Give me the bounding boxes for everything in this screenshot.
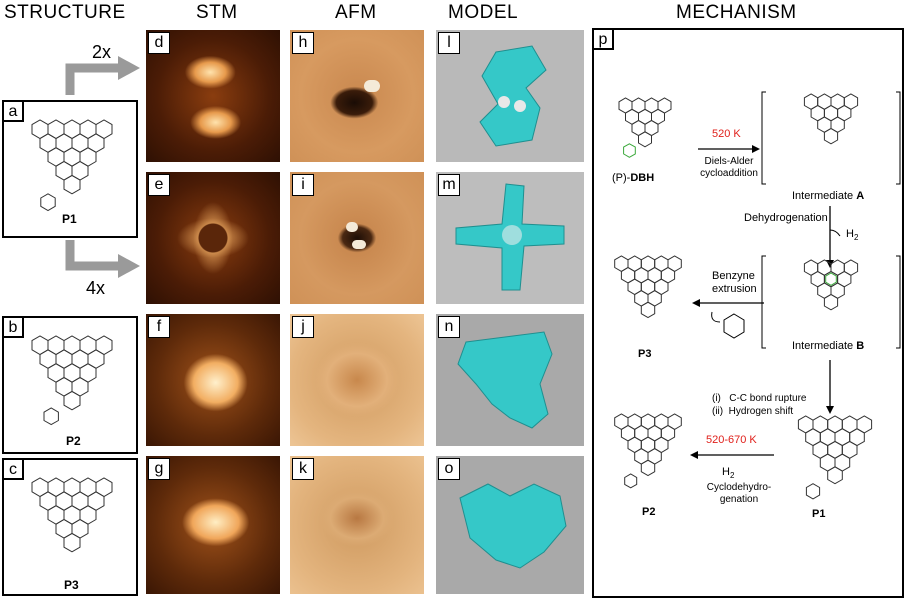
p2-label: P2 — [642, 506, 656, 518]
ring — [63, 390, 81, 411]
ring — [825, 272, 837, 286]
reaction-step-label: Dehydrogenation — [744, 212, 828, 224]
multiplier-4x: 4x — [86, 278, 105, 298]
bracket-icon — [761, 91, 901, 185]
temperature-label: 520 K — [712, 128, 741, 140]
model-panel-n: n — [436, 314, 584, 446]
model-panel-l: l — [436, 30, 584, 162]
afm-panel-j: j — [290, 314, 424, 446]
panel-tag: p — [592, 28, 614, 50]
panel-tag: k — [292, 458, 314, 480]
panel-tag: j — [292, 316, 314, 338]
structure-panel-b: b P2 — [2, 316, 138, 454]
reaction-step-label: Cyclodehydro-genation — [706, 482, 772, 505]
model-panel-m: m — [436, 172, 584, 304]
arrow-4x-icon: 4x — [65, 240, 140, 298]
panel-tag: o — [438, 458, 460, 480]
ring — [640, 459, 656, 477]
stm-panel-d: d — [146, 30, 280, 162]
stm-panel-e: e — [146, 172, 280, 304]
arrow-left-icon — [690, 451, 774, 459]
structure-label: P2 — [66, 434, 81, 448]
arrow-right-icon — [698, 145, 760, 153]
arrow-2x-icon: 2x — [65, 42, 140, 95]
ring — [43, 407, 59, 426]
h2-label: H2 — [722, 466, 735, 481]
intermediate-a-label: Intermediate A — [792, 190, 865, 202]
panel-tag: d — [148, 32, 170, 54]
ring — [827, 466, 843, 485]
dbh-label: (P)-DBH — [612, 172, 655, 184]
ring — [63, 174, 81, 195]
panel-tag: e — [148, 174, 170, 196]
panel-tag: a — [2, 100, 24, 122]
multiplier-2x: 2x — [92, 42, 111, 62]
arrow-left-icon — [692, 299, 764, 307]
ring — [823, 293, 839, 311]
panel-tag: n — [438, 316, 460, 338]
benzyne-icon — [711, 311, 745, 339]
model-surface — [455, 183, 565, 291]
structure-header: STRUCTURE — [4, 2, 126, 23]
panel-tag: m — [438, 174, 460, 196]
stm-header: STM — [196, 2, 238, 23]
ring — [805, 483, 821, 500]
afm-panel-k: k — [290, 456, 424, 594]
afm-panel-i: i — [290, 172, 424, 304]
model-surface — [457, 331, 553, 429]
afm-panel-h: h — [290, 30, 424, 162]
reaction-step-label: (i) C-C bond rupture(ii) Hydrogen shift — [712, 393, 807, 417]
model-surface — [479, 45, 547, 147]
molecule-p2 — [31, 335, 113, 426]
model-header: MODEL — [448, 2, 519, 23]
structure-panel-c: c P3 — [2, 458, 138, 596]
p1-label: P1 — [812, 508, 826, 520]
ring — [40, 193, 56, 212]
temperature-label: 520-670 K — [706, 434, 757, 446]
ring — [823, 127, 839, 145]
model-surface — [459, 483, 567, 569]
structure-panel-a: a P1 — [2, 100, 138, 238]
panel-tag: l — [438, 32, 460, 54]
molecule-intermediate-a — [803, 93, 859, 145]
ring — [63, 532, 81, 553]
model-panel-o: o — [436, 456, 584, 594]
molecule-dbh — [618, 97, 672, 158]
intermediate-b-label: Intermediate B — [792, 340, 865, 352]
afm-header: AFM — [335, 2, 377, 23]
molecule-p3 — [614, 255, 682, 319]
panel-tag: i — [292, 174, 314, 196]
molecule-intermediate-b — [803, 259, 859, 311]
mechanism-header: MECHANISM — [676, 2, 797, 23]
h2-label: H2 — [846, 228, 859, 243]
ring — [640, 301, 656, 319]
arrow-down-icon — [826, 360, 834, 414]
molecule-p2 — [614, 413, 682, 489]
molecule-p3 — [31, 477, 113, 553]
panel-tag: c — [2, 458, 24, 480]
molecule-p1 — [797, 415, 873, 500]
p3-label: P3 — [638, 348, 652, 360]
molecule-p1 — [31, 119, 113, 212]
stm-panel-f: f — [146, 314, 280, 446]
ring — [638, 131, 652, 148]
structure-label: P1 — [62, 212, 77, 226]
panel-tag: h — [292, 32, 314, 54]
panel-tag: b — [2, 316, 24, 338]
stm-panel-g: g — [146, 456, 280, 594]
ring — [623, 143, 636, 158]
bracket-icon — [761, 255, 901, 349]
panel-tag: g — [148, 458, 170, 480]
panel-tag: f — [148, 316, 170, 338]
ring — [624, 473, 638, 489]
structure-label: P3 — [64, 578, 79, 592]
